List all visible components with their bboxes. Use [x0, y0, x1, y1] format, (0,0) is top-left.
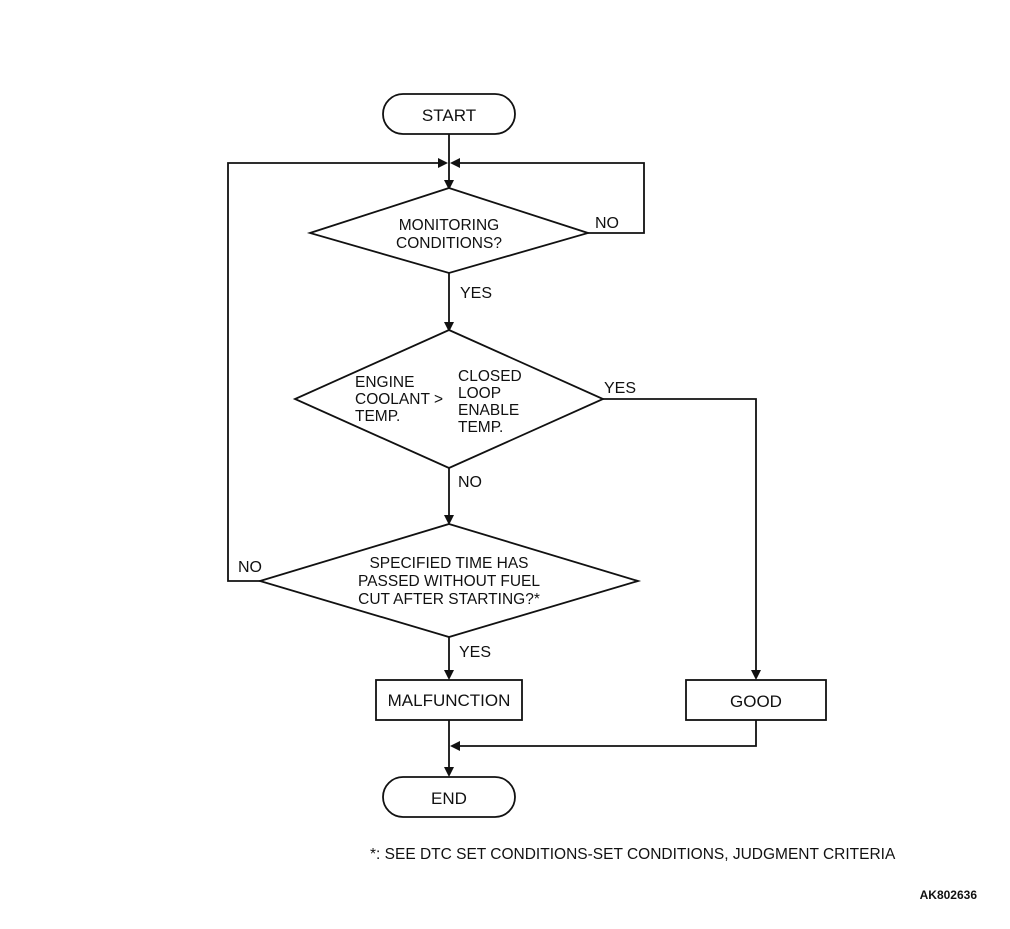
time-line-1: SPECIFIED TIME HAS: [369, 555, 528, 572]
start-label: START: [422, 106, 476, 125]
decision-monitoring-line-2: CONDITIONS?: [396, 235, 502, 252]
coolant-yes-label: YES: [604, 380, 636, 397]
connector-time-no-loop: [227, 162, 438, 582]
decision-monitoring-line-1: MONITORING: [399, 217, 499, 234]
arrowhead: [444, 767, 454, 777]
time-line-2: PASSED WITHOUT FUEL: [358, 573, 540, 590]
arrowhead: [444, 322, 454, 332]
time-no-label: NO: [238, 559, 262, 576]
coolant-no-label: NO: [458, 474, 482, 491]
coolant-right-line-4: TEMP.: [458, 419, 503, 436]
footnote: *: SEE DTC SET CONDITIONS-SET CONDITIONS…: [370, 846, 896, 863]
decision-coolant-temp: [292, 329, 606, 469]
end-label: END: [431, 789, 467, 808]
arrowhead: [444, 180, 454, 190]
monitoring-yes-label: YES: [460, 285, 492, 302]
coolant-right-line-1: CLOSED: [458, 368, 522, 385]
arrowhead: [751, 670, 761, 680]
monitoring-no-label: NO: [595, 215, 619, 232]
time-yes-label: YES: [459, 644, 491, 661]
arrowhead: [450, 158, 460, 168]
connector-good-to-end: [460, 720, 757, 747]
end-terminal: [382, 776, 516, 818]
arrowhead: [444, 670, 454, 680]
arrowhead: [444, 515, 454, 525]
coolant-left-line-2: COOLANT >: [355, 391, 443, 408]
connector-monitoring-no-loop: [460, 162, 645, 234]
coolant-left-line-3: TEMP.: [355, 408, 400, 425]
figure-code: AK802636: [920, 888, 978, 902]
good-label: GOOD: [730, 692, 782, 711]
connector-coolant-yes-to-good: [603, 398, 757, 670]
coolant-right-line-2: LOOP: [458, 385, 501, 402]
time-line-3: CUT AFTER STARTING?*: [358, 591, 540, 608]
coolant-right-line-3: ENABLE: [458, 402, 519, 419]
arrowhead: [438, 158, 448, 168]
malfunction-label: MALFUNCTION: [388, 691, 511, 710]
coolant-left-line-1: ENGINE: [355, 374, 414, 391]
arrowhead: [450, 741, 460, 751]
